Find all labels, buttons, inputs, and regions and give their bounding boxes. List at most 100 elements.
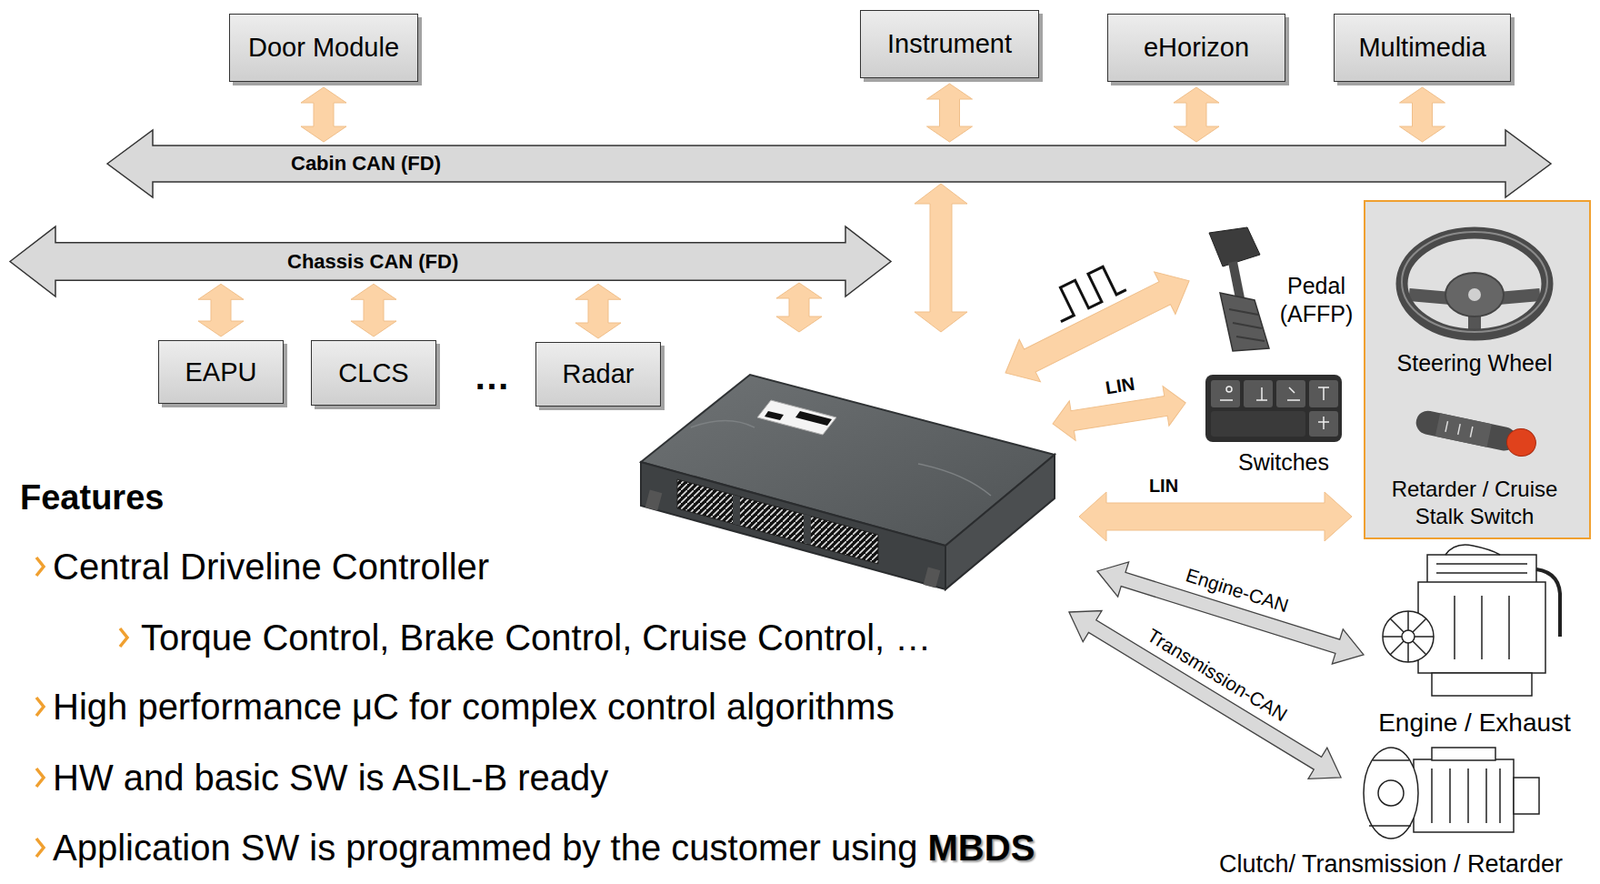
engine-picture bbox=[1382, 610, 1434, 662]
bullet-text: High performance μC for complex control … bbox=[52, 684, 895, 729]
transmission-picture bbox=[1369, 760, 1411, 826]
transmission-picture bbox=[1363, 747, 1419, 839]
engine-picture bbox=[1401, 630, 1415, 643]
bus-name: Cabin CAN (FD) bbox=[290, 151, 441, 176]
ecu-name: EAPU bbox=[185, 357, 258, 388]
ecu-name: Radar bbox=[562, 359, 635, 390]
ecu-box: eHorizon bbox=[1107, 13, 1286, 82]
engine-picture bbox=[1382, 610, 1434, 662]
engine-picture bbox=[1382, 544, 1560, 696]
bus-connector bbox=[350, 283, 397, 337]
component-label: Retarder / Cruise Stalk Switch bbox=[1381, 475, 1569, 530]
controller-housing bbox=[677, 479, 879, 564]
engine-picture bbox=[1431, 672, 1532, 696]
pwm-symbol bbox=[1047, 261, 1127, 322]
stalk-switch-picture bbox=[1413, 408, 1519, 453]
transmission-picture bbox=[1413, 759, 1514, 832]
transmission-picture bbox=[1431, 768, 1500, 823]
transmission-picture bbox=[1513, 777, 1540, 814]
controller-housing bbox=[945, 454, 1055, 590]
steering-wheel-picture bbox=[1401, 232, 1548, 335]
controller-housing bbox=[645, 490, 663, 511]
switch-panel-picture bbox=[1205, 374, 1342, 442]
pedal-picture bbox=[1220, 292, 1270, 351]
bullet-chevron bbox=[120, 628, 128, 647]
bus-connector bbox=[575, 283, 621, 339]
ecu-box: Instrument bbox=[860, 10, 1040, 79]
pedal-arrow bbox=[994, 260, 1200, 395]
engine-picture bbox=[1445, 544, 1500, 555]
controller-housing bbox=[732, 494, 740, 526]
transmission-picture bbox=[1378, 780, 1404, 806]
pedal-picture bbox=[1209, 227, 1270, 351]
ecu-box: EAPU bbox=[158, 340, 284, 404]
steering-wheel-picture bbox=[1401, 231, 1548, 332]
bullet-chevron bbox=[36, 697, 44, 716]
controller-bus-arrow bbox=[914, 183, 968, 332]
stalk-switch-picture bbox=[1413, 406, 1539, 459]
pwm-symbol bbox=[1047, 261, 1127, 322]
switch-panel-picture bbox=[1220, 387, 1330, 430]
pedal-arrow bbox=[994, 260, 1200, 395]
ecu-name: Instrument bbox=[887, 29, 1012, 60]
controller-bus-arrow bbox=[776, 282, 822, 332]
stalk-switch-picture bbox=[1435, 412, 1492, 447]
ecu-name: CLCS bbox=[338, 358, 409, 389]
lin-arrow bbox=[1079, 491, 1352, 541]
controller-housing bbox=[757, 400, 837, 435]
switch-panel-picture bbox=[1210, 410, 1306, 437]
operator-panel bbox=[1364, 200, 1590, 539]
bus-connector bbox=[1400, 87, 1446, 142]
pedal-picture bbox=[1209, 227, 1260, 267]
bus-arrow-shape bbox=[10, 226, 891, 297]
engine-picture bbox=[1427, 554, 1537, 584]
bus-connector bbox=[198, 283, 244, 337]
section-heading: Features bbox=[20, 477, 164, 520]
component-label: Engine / Exhaust bbox=[1378, 707, 1571, 739]
stalk-switch-picture bbox=[1445, 420, 1473, 438]
bullet-text: HW and basic SW is ASIL-B ready bbox=[52, 755, 609, 800]
bus-connector bbox=[1173, 87, 1220, 142]
switch-panel-picture bbox=[1226, 386, 1232, 392]
emphasis-text: MBDS bbox=[928, 825, 1036, 870]
ecu-box: Door Module bbox=[229, 13, 419, 82]
can-arrow bbox=[1060, 553, 1370, 793]
can-arrow bbox=[1060, 596, 1351, 793]
component-label: Pedal (AFFP) bbox=[1274, 271, 1359, 330]
steering-wheel-picture bbox=[1445, 272, 1504, 317]
bus-name: Chassis CAN (FD) bbox=[287, 250, 459, 274]
engine-picture bbox=[1536, 569, 1560, 637]
switch-panel-picture bbox=[1243, 380, 1273, 408]
bullet-text: Torque Control, Brake Control, Cruise Co… bbox=[140, 615, 931, 660]
switch-panel-picture bbox=[1210, 380, 1240, 408]
controller-housing bbox=[690, 420, 755, 429]
pedal-picture bbox=[1232, 261, 1240, 299]
bullet-text: Central Driveline Controller bbox=[52, 544, 490, 589]
component-label: Clutch/ Transmission / Retarder bbox=[1219, 849, 1563, 879]
pedal-picture bbox=[1229, 309, 1265, 341]
ecu-box: Multimedia bbox=[1333, 13, 1511, 82]
ecu-name: Door Module bbox=[248, 32, 400, 63]
ecu-name: Multimedia bbox=[1358, 32, 1486, 63]
transmission-picture bbox=[1363, 747, 1540, 839]
bullet-chevron bbox=[36, 838, 44, 857]
steering-wheel-picture bbox=[1401, 231, 1548, 335]
controller-housing bbox=[795, 410, 832, 426]
ellipsis-mark: … bbox=[473, 354, 510, 399]
signal-label: LIN bbox=[1149, 474, 1179, 497]
switch-panel-picture bbox=[1276, 380, 1306, 408]
bullet-chevron bbox=[36, 557, 44, 576]
signal-label: LIN bbox=[1103, 372, 1137, 400]
controller-housing bbox=[640, 374, 1055, 590]
stalk-switch-picture bbox=[1504, 426, 1540, 460]
component-label: Switches bbox=[1238, 448, 1330, 476]
bullet-chevron bbox=[36, 768, 44, 787]
controller-housing bbox=[640, 461, 946, 590]
engine-picture bbox=[1436, 563, 1528, 660]
controller-housing bbox=[803, 513, 811, 545]
bus-band: Cabin CAN (FD) bbox=[107, 130, 1551, 198]
bus-band: Chassis CAN (FD) bbox=[10, 226, 891, 297]
